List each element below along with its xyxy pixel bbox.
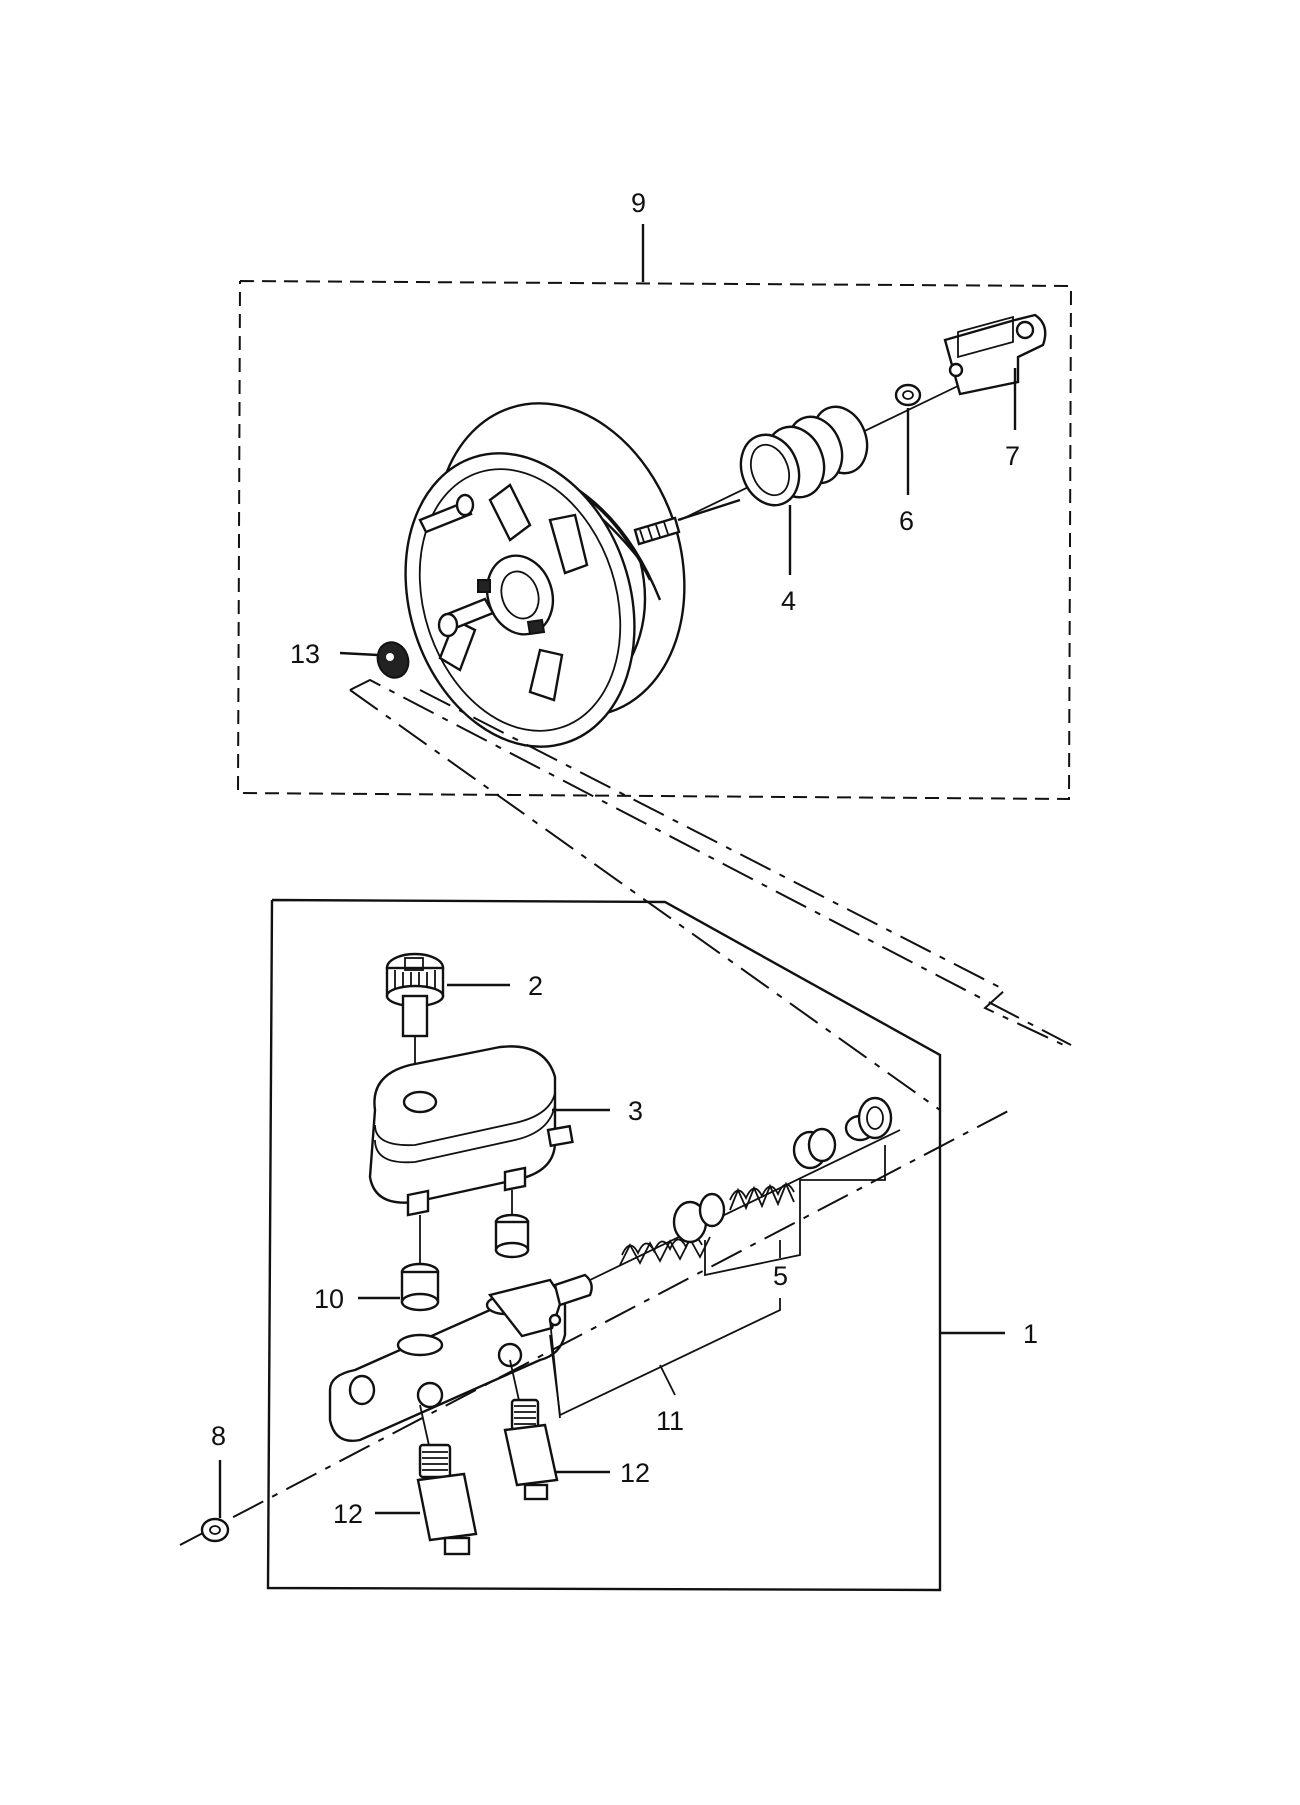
callout-1: 1 — [1023, 1319, 1038, 1349]
callout-12-right: 12 — [620, 1458, 650, 1488]
part-12-valve-right — [503, 1359, 610, 1501]
callout-13: 13 — [290, 639, 320, 669]
part-10-grommets — [358, 1190, 530, 1312]
part-12-valve-left — [375, 1404, 478, 1556]
part-8-nut — [200, 1460, 230, 1543]
callout-11: 11 — [656, 1406, 684, 1436]
bracket-11 — [549, 1298, 781, 1419]
callout-9: 9 — [631, 188, 646, 218]
callout-2: 2 — [528, 971, 543, 1001]
callout-10: 10 — [314, 1284, 344, 1314]
callout-12-left: 12 — [333, 1499, 363, 1529]
callout-8: 8 — [211, 1421, 226, 1451]
callout-5: 5 — [773, 1261, 788, 1291]
callout-3: 3 — [628, 1096, 643, 1126]
brake-booster — [404, 402, 741, 748]
mounting-axis — [179, 1109, 1011, 1546]
part-7-clevis — [943, 313, 1047, 430]
callout-6: 6 — [899, 506, 914, 536]
booster-assembly-box — [236, 280, 1073, 801]
master-cylinder-box — [266, 898, 942, 1592]
part-13-gasket — [339, 641, 410, 679]
callout-4: 4 — [781, 586, 796, 616]
callout-7: 7 — [1005, 441, 1020, 471]
part-2-reservoir-cap — [385, 952, 510, 1038]
part-3-reservoir — [368, 1045, 610, 1217]
connector-lines — [349, 678, 1072, 1111]
part-5-piston-kit — [619, 1096, 893, 1277]
part-6-nut — [894, 383, 922, 495]
master-cylinder-body — [328, 1273, 593, 1442]
part-4-boot — [739, 405, 869, 575]
